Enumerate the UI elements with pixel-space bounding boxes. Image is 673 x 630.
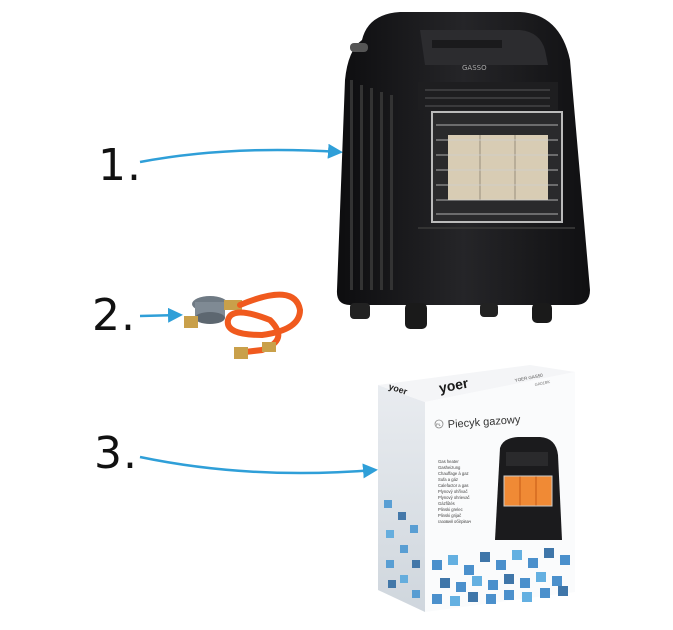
svg-text:Plynový ohrievač: Plynový ohrievač (438, 495, 470, 500)
svg-text:Gas heater: Gas heater (438, 459, 459, 464)
arrow-three (139, 455, 378, 479)
svg-text:газовий обігрівач: газовий обігрівач (438, 519, 471, 524)
box-model: YOER GAS50 (514, 373, 543, 383)
regulator-hose-image (184, 291, 304, 359)
svg-text:Plynový ohřívač: Plynový ohřívač (438, 489, 468, 494)
product-box-image: yoer yoer YOER GAS50 GA01BK PL Piecyk ga… (378, 365, 575, 612)
svg-text:Sufa a gáz: Sufa a gáz (438, 477, 458, 482)
label-two: 2. (92, 290, 136, 341)
arrow-one (139, 143, 343, 164)
svg-text:Plinski grelec: Plinski grelec (438, 507, 463, 512)
svg-text:Calefactor a gas: Calefactor a gas (438, 483, 469, 488)
label-one: 1. (98, 140, 142, 191)
box-code: GA01BK (534, 379, 551, 387)
box-language-list: Gas heater Gasheizung Chauffage à gaz Su… (438, 459, 471, 524)
svg-text:Gázfűtés: Gázfűtés (438, 501, 455, 506)
svg-text:Plinski grijač: Plinski grijač (438, 513, 461, 518)
arrow-two (139, 307, 183, 323)
svg-text:Gasheizung: Gasheizung (438, 465, 461, 470)
heater-brand: GASSO (462, 64, 487, 72)
box-logo: yoer (438, 374, 471, 395)
box-title: Piecyk gazowy (447, 414, 521, 431)
svg-text:Chauffage à gaz: Chauffage à gaz (438, 471, 469, 476)
gas-heater-image: GASSO (336, 12, 590, 329)
label-three: 3. (94, 428, 138, 479)
box-lang-badge: PL (436, 422, 442, 427)
